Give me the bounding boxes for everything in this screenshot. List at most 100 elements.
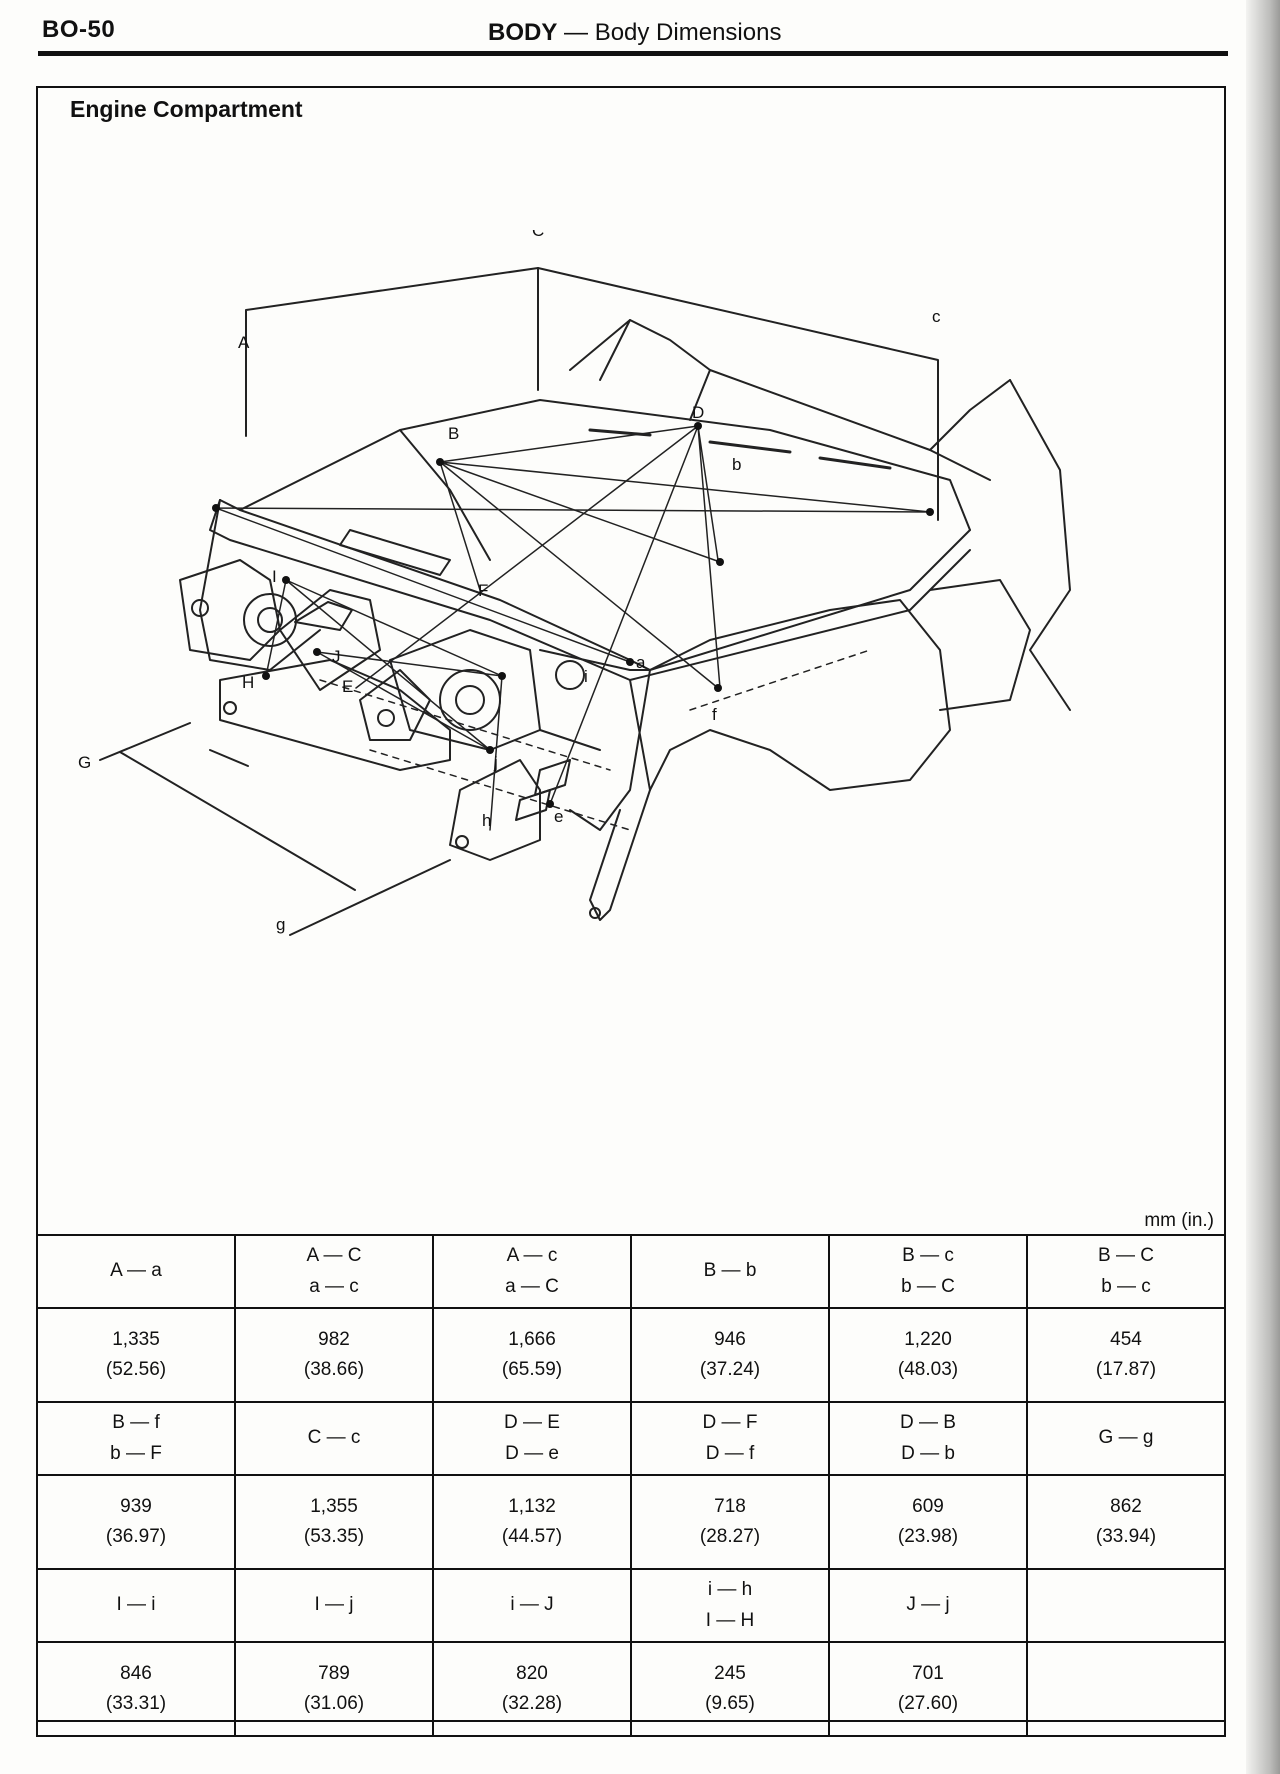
label-c: c	[932, 307, 941, 326]
label-A: A	[238, 333, 250, 352]
table-header-cell: i — J	[432, 1568, 632, 1643]
table-header-cell: B — f b — F	[36, 1401, 236, 1476]
table-header-cell: D — B D — b	[828, 1401, 1028, 1476]
dimension-pair: D — B	[900, 1412, 956, 1434]
dimension-pair: C — c	[307, 1427, 361, 1449]
value-in: (48.03)	[897, 1359, 959, 1380]
table-value-cell: 1,220 (48.03)	[828, 1307, 1028, 1403]
value-in: (31.06)	[303, 1693, 365, 1714]
table-header-cell: B — C b — c	[1026, 1234, 1226, 1309]
label-H: H	[242, 673, 254, 692]
page-number: BO-50	[42, 16, 116, 43]
value-mm: 701	[912, 1662, 944, 1684]
table-header-cell: G — g	[1026, 1401, 1226, 1476]
value-mm: 846	[120, 1662, 152, 1684]
engine-compartment-diagram: A B C D E F G H I J a b c e f g h i j	[78, 230, 1071, 936]
value-mm: 1,220	[904, 1328, 952, 1350]
dimension-pair: D — b	[901, 1442, 955, 1464]
label-G: G	[78, 753, 91, 772]
table-value-cell: 701 (27.60)	[828, 1641, 1028, 1737]
dimension-pair: B — b	[703, 1260, 757, 1282]
dimension-pair: i — h	[707, 1579, 753, 1601]
header-subsection: Body Dimensions	[594, 19, 782, 46]
table-value-cell: 718(28.27)	[630, 1474, 830, 1570]
table-value-cell-empty	[1026, 1641, 1226, 1737]
dimension-pair: D — E	[504, 1412, 560, 1434]
value-in: (28.27)	[699, 1526, 761, 1547]
value-in: (9.65)	[705, 1693, 755, 1714]
label-b: b	[732, 455, 741, 474]
value-mm: 609	[912, 1495, 944, 1517]
dimension-pair: A — a	[110, 1260, 162, 1282]
dimension-pair: A — C	[306, 1245, 362, 1267]
table-header-cell: A — c a — C	[432, 1234, 632, 1309]
value-mm: 1,335	[112, 1328, 160, 1350]
value-in: (53.35)	[303, 1526, 365, 1547]
table-value-cell: 245 (9.65)	[630, 1641, 830, 1737]
table-header-cell: A — a	[36, 1234, 236, 1309]
dimension-pair: a — c	[309, 1275, 359, 1297]
label-f: f	[712, 705, 717, 724]
dimension-pair: B — c	[902, 1245, 954, 1267]
dimension-pair: b — F	[110, 1442, 162, 1464]
value-in: (33.31)	[105, 1693, 167, 1714]
dimension-pair: b — c	[1101, 1275, 1151, 1297]
value-in: (44.57)	[501, 1526, 563, 1547]
value-in: (32.28)	[501, 1693, 563, 1714]
header-section: BODY	[488, 19, 558, 46]
dimension-pair: a — C	[505, 1275, 559, 1297]
table-header-cell: I — j	[234, 1568, 434, 1643]
table-value-cell: 846 (33.31)	[36, 1641, 236, 1737]
table-value-cell: 939(36.97)	[36, 1474, 236, 1570]
value-mm: 1,132	[508, 1495, 556, 1517]
value-mm: 1,355	[310, 1495, 358, 1517]
dimension-pair: I — j	[314, 1594, 354, 1616]
table-header-cell: B — b	[630, 1234, 830, 1309]
dimension-pair: B — C	[1098, 1245, 1154, 1267]
value-mm: 1,666	[508, 1328, 556, 1350]
table-value-cell: 1,335 (52.56)	[36, 1307, 236, 1403]
label-F: F	[478, 581, 488, 600]
section-title: Engine Compartment	[70, 96, 303, 122]
table-value-cell: 820(32.28)	[432, 1641, 632, 1737]
table-value-row: 846(33.31) 789(31.06) 820(32.28) 245(9.6…	[36, 1641, 1226, 1737]
value-in: (27.60)	[897, 1693, 959, 1714]
value-in: (65.59)	[501, 1359, 563, 1380]
value-in: (52.56)	[105, 1359, 167, 1380]
value-in: (23.98)	[897, 1526, 959, 1547]
table-header-cell: J — j	[828, 1568, 1028, 1643]
value-mm: 946	[714, 1328, 746, 1350]
page-header: BODY — Body Dimensions	[488, 19, 781, 47]
value-mm: 454	[1110, 1328, 1142, 1350]
label-B: B	[448, 424, 459, 443]
table-header-cell: A — C a — c	[234, 1234, 434, 1309]
table-value-cell: 1,132 (44.57)	[432, 1474, 632, 1570]
table-value-cell: 946(37.24)	[630, 1307, 830, 1403]
value-mm: 245	[714, 1662, 746, 1684]
table-value-cell: 982(38.66)	[234, 1307, 434, 1403]
dimension-pair: D — e	[505, 1442, 559, 1464]
dimension-pair: G — g	[1098, 1427, 1154, 1449]
label-j: j	[493, 753, 498, 772]
label-D: D	[692, 403, 704, 422]
header-rule	[38, 51, 1228, 56]
table-header-cell: C — c	[234, 1401, 434, 1476]
table-header-cell: D — E D — e	[432, 1401, 632, 1476]
table-header-cell: I — i	[36, 1568, 236, 1643]
dimension-pair: A — c	[506, 1245, 558, 1267]
dimension-pair: D — f	[705, 1442, 755, 1464]
dimension-pair: B — f	[112, 1412, 160, 1434]
header-separator: —	[557, 19, 595, 46]
units-label: mm (in.)	[1144, 1210, 1214, 1231]
label-a: a	[636, 653, 646, 672]
label-J: J	[332, 647, 341, 666]
dimension-pair: I — i	[116, 1594, 156, 1616]
label-I: I	[272, 567, 277, 586]
table-value-cell: 1,355 (53.35)	[234, 1474, 434, 1570]
table-value-cell: 1,666 (65.59)	[432, 1307, 632, 1403]
dimension-pair: b — C	[901, 1275, 955, 1297]
label-h: h	[482, 811, 491, 830]
